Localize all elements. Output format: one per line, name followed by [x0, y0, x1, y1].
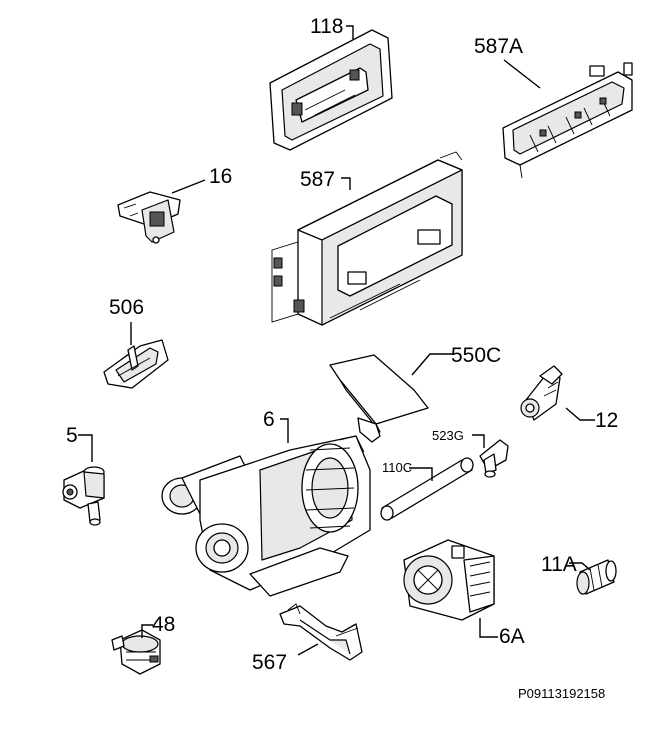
part-506-label: 506	[109, 296, 144, 319]
part-567-leader	[297, 643, 319, 656]
part-118-drawing	[269, 29, 393, 151]
part-48-leader	[141, 624, 153, 638]
part-523g-leader	[472, 434, 485, 448]
part-5-leader	[78, 434, 93, 462]
part-6-label: 6	[263, 408, 275, 431]
part-110c-drawing	[380, 457, 474, 521]
part-550c-drawing	[329, 354, 429, 443]
reference-code: P09113192158	[518, 686, 605, 701]
part-567-drawing	[279, 603, 363, 661]
part-110c-leader	[409, 467, 433, 481]
part-16-leader	[171, 179, 206, 194]
part-5-drawing	[62, 466, 105, 526]
part-587a-label: 587A	[474, 35, 523, 58]
part-48-label: 48	[152, 613, 175, 636]
part-6-drawing	[161, 435, 371, 597]
part-550c-leader	[411, 353, 454, 376]
part-5-label: 5	[66, 424, 78, 447]
part-12-label: 12	[595, 409, 618, 432]
part-110c-label: 110C	[382, 460, 412, 475]
part-12-leader	[565, 407, 595, 421]
part-523g-label: 523G	[432, 428, 464, 443]
part-506-drawing	[103, 339, 169, 389]
part-11a-leader	[569, 562, 591, 571]
part-587-leader	[341, 177, 351, 190]
part-587-drawing	[271, 151, 463, 326]
part-12-drawing	[520, 365, 563, 421]
part-523g-drawing	[479, 439, 509, 478]
part-567-label: 567	[252, 651, 287, 674]
part-118-leader	[346, 25, 354, 40]
part-11a-drawing	[576, 559, 617, 595]
part-118-label: 118	[310, 15, 343, 38]
part-587a-leader	[503, 59, 541, 89]
part-16-drawing	[117, 191, 181, 244]
part-6a-drawing	[403, 539, 495, 621]
part-11a-label: 11A	[541, 553, 577, 576]
part-587a-drawing	[502, 62, 633, 179]
part-6-leader	[280, 418, 289, 443]
part-550c-label: 550C	[451, 344, 501, 367]
part-16-label: 16	[209, 165, 232, 188]
part-587-label: 587	[300, 168, 335, 191]
part-6a-leader	[479, 618, 498, 638]
part-48-drawing	[111, 629, 161, 675]
part-6a-label: 6A	[499, 625, 525, 648]
